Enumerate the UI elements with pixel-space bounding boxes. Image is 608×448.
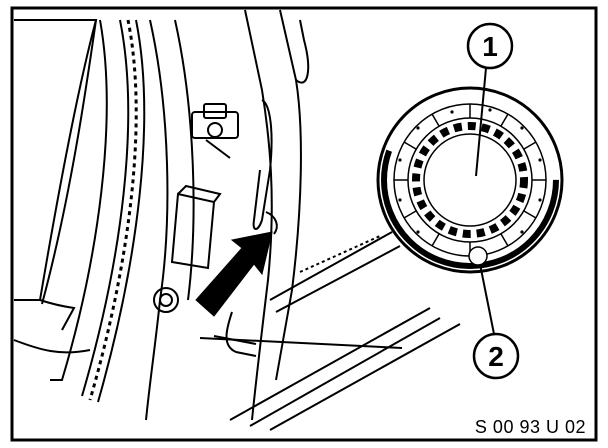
arrow-icon [195,231,273,317]
grommet [153,287,179,313]
door-sill [13,231,461,431]
callout-1: 1 [466,22,514,70]
b-pillar [145,9,310,421]
callout-1-label: 1 [482,31,498,62]
leader-line-1 [475,67,487,177]
striker-plate [191,111,239,139]
leader-line-2 [479,263,495,335]
callout-2-label: 2 [488,341,504,372]
callout-2: 2 [472,332,520,380]
sticker-detail-icon [376,86,564,274]
door-panel [14,19,146,403]
figure-reference-code: S 00 93 U 02 [474,417,586,437]
border-frame [10,6,598,442]
